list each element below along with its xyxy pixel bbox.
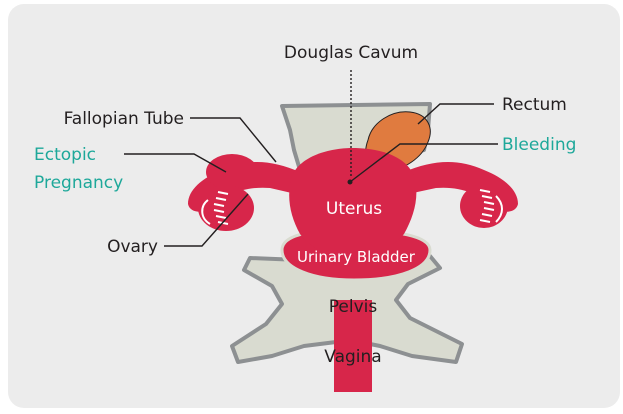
pelvis-label: Pelvis (329, 297, 378, 317)
ectopic-pregnancy-shape (206, 154, 258, 190)
ovary-label: Ovary (107, 237, 158, 257)
douglas-cavum-label: Douglas Cavum (284, 43, 418, 63)
bleeding-label: Bleeding (502, 135, 576, 155)
urinary-bladder-label: Urinary Bladder (297, 248, 416, 266)
uterus-label: Uterus (326, 199, 382, 219)
ectopic-label-line2: Pregnancy (34, 173, 123, 193)
ectopic-label-line1: Ectopic (34, 145, 96, 165)
fallopian-tube-label: Fallopian Tube (64, 109, 184, 129)
vagina-label: Vagina (324, 347, 381, 367)
bleeding-dot (348, 180, 353, 185)
rectum-label: Rectum (502, 95, 567, 115)
